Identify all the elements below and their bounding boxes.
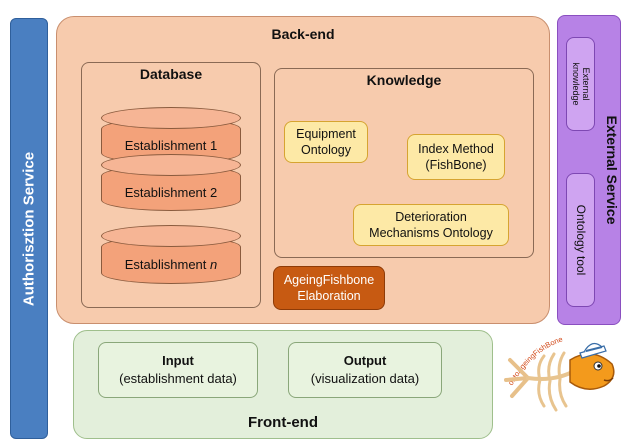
fish-tail-icon [504,358,530,398]
fish-spine-icon [526,368,578,381]
knowledge-title: Knowledge [366,72,442,88]
ontology-tool-box: Ontology tool [566,173,595,307]
frontend-title: Front-end [248,414,318,431]
authorization-service-label: Authorisztion Service [20,151,38,306]
fish-hat-band-icon [585,346,603,352]
input-subtitle: (establishment data) [119,371,237,386]
output-box: Output (visualization data) [288,342,442,398]
input-box: Input (establishment data) [98,342,258,398]
knowledge-container [274,68,534,258]
establishment-n-cylinder-top [101,225,241,247]
establishment-1-label: Establishment 1 [124,137,218,153]
authorization-service-bar: Authorisztion Service [10,18,48,439]
external-service-title: External Service [604,115,620,225]
establishment-2-cylinder-top [101,154,241,176]
establishment-n-label: Establishment n [124,256,218,272]
external-service-title-holder: External Service [603,15,621,325]
input-title: Input [162,353,194,368]
fish-ribs-icon [537,351,568,412]
output-title: Output [343,353,387,368]
index-method-node: Index Method(FishBone) [407,134,505,180]
establishment-1-cylinder-top [101,107,241,129]
fish-mouth-icon [603,377,614,382]
backend-title: Back-end [271,26,335,42]
fish-head-icon [569,353,615,390]
database-title: Database [139,66,203,82]
establishment-2-label: Establishment 2 [124,184,218,200]
database-container [81,62,261,308]
ontology-tool-label: Ontology tool [573,204,588,276]
fishbone-logo: ontoAgeingFishBone [504,335,615,412]
fish-pupil-icon [597,364,601,368]
output-subtitle: (visualization data) [310,371,420,386]
